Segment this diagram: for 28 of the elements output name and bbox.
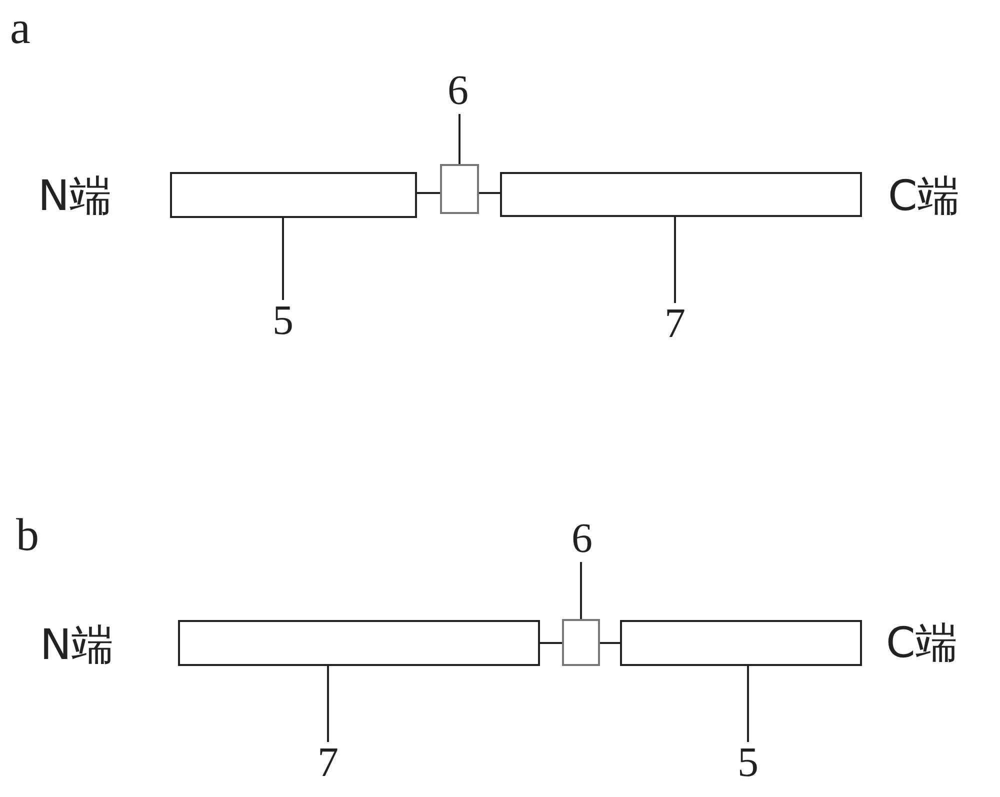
linker-line (479, 192, 500, 194)
callout-number: 5 (263, 300, 303, 344)
terminus-label: C端 (888, 172, 960, 220)
leader-line (327, 666, 329, 742)
linker-line (540, 642, 562, 644)
callout-number: 7 (308, 742, 348, 786)
linker-box (440, 164, 479, 214)
terminus-label: N端 (38, 172, 112, 220)
domain-bar (500, 172, 862, 217)
linker-line (417, 192, 440, 194)
leader-line (747, 666, 749, 742)
leader-line (580, 562, 582, 619)
terminus-label: C端 (886, 619, 958, 667)
linker-line (600, 642, 620, 644)
leader-line (674, 217, 676, 303)
panel-letter: b (16, 512, 39, 558)
callout-number: 6 (438, 70, 478, 114)
terminus-label: N端 (40, 621, 114, 669)
domain-bar (620, 620, 862, 666)
leader-line (282, 218, 284, 300)
domain-bar (170, 172, 417, 218)
callout-number: 7 (655, 303, 695, 347)
callout-number: 6 (562, 518, 602, 562)
linker-box (562, 619, 600, 666)
domain-bar (178, 620, 540, 666)
panel-letter: a (10, 5, 30, 51)
callout-number: 5 (728, 742, 768, 786)
leader-line (458, 114, 460, 164)
